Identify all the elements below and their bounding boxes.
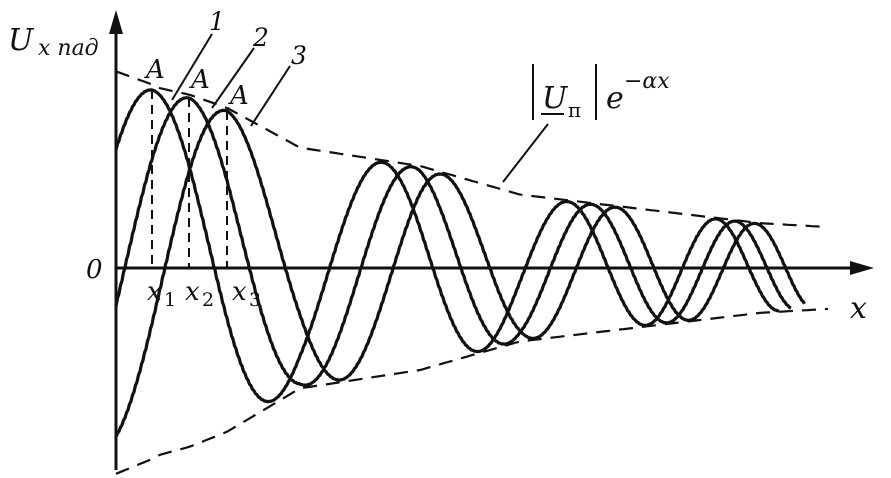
- x-marker-1-subscript: 1: [164, 289, 176, 311]
- x-axis-label: x: [850, 291, 867, 326]
- y-axis-arrow-icon: [109, 10, 123, 34]
- peak-label-2: A: [189, 65, 210, 95]
- x-marker-3: x: [232, 277, 247, 307]
- curve-2-leader: [211, 47, 255, 109]
- curve-3-leader: [250, 65, 291, 127]
- origin-label: 0: [86, 255, 103, 285]
- curve-number-2: 2: [252, 23, 269, 52]
- y-axis-label: U: [8, 23, 35, 58]
- curve-number-3: 3: [291, 41, 307, 70]
- y-axis-label-subscript: x пад: [38, 36, 99, 61]
- envelope-exponent-base: e: [606, 81, 624, 116]
- x-marker-3-subscript: 3: [249, 289, 261, 311]
- curve-1-leader: [171, 33, 213, 101]
- peak-label-1: A: [144, 55, 165, 85]
- x-marker-2: x: [185, 277, 200, 307]
- x-axis-arrow-icon: [850, 261, 874, 275]
- wave-curve-2: [114, 96, 792, 387]
- envelope-magnitude-subscript: п: [568, 98, 581, 122]
- envelope-exponent: −αx: [624, 69, 670, 94]
- curve-number-1: 1: [209, 7, 225, 36]
- envelope-lower-dashed: [115, 307, 829, 475]
- x-marker-1: x: [147, 277, 162, 307]
- envelope-label-leader: [502, 123, 549, 183]
- envelope-magnitude: U: [542, 81, 569, 116]
- x-marker-2-subscript: 2: [202, 289, 214, 311]
- wave-curve-3: [114, 108, 806, 438]
- peak-label-3: A: [228, 81, 249, 111]
- envelope-upper-dashed: [115, 70, 829, 229]
- wave-curve-1: [114, 88, 780, 404]
